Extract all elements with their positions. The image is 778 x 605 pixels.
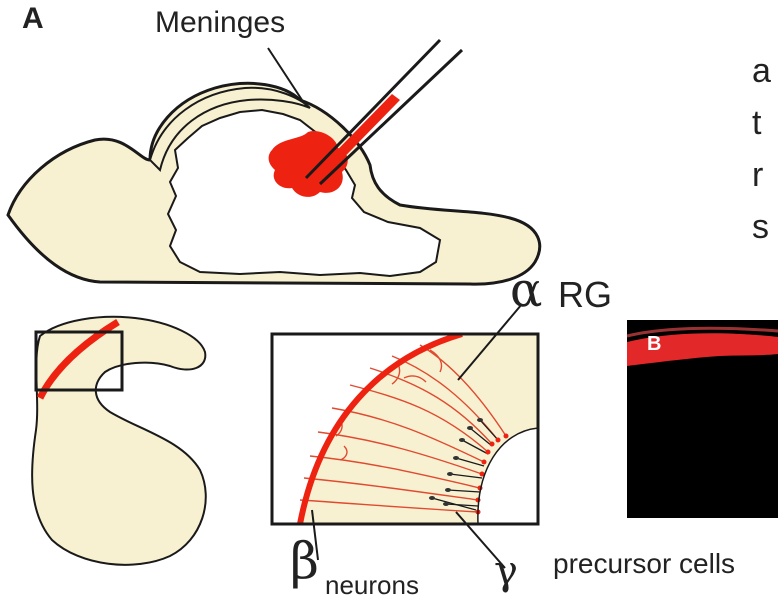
precursor-cells-label: precursor cells xyxy=(553,548,735,580)
beta-symbol: β xyxy=(290,532,319,590)
hemisphere-outline xyxy=(32,317,206,565)
gamma-symbol: γ xyxy=(494,548,518,594)
brain-sagittal xyxy=(8,40,540,284)
pipette-left-edge xyxy=(306,40,440,178)
cortex-zoom-panel xyxy=(272,304,538,568)
cutoff-text-3: r xyxy=(752,156,763,195)
panel-b-label: B xyxy=(647,333,661,356)
meninges-label: Meninges xyxy=(155,6,285,40)
pipette-right-edge xyxy=(320,50,462,184)
alpha-symbol: α xyxy=(510,262,542,318)
cutoff-text-1: a xyxy=(752,52,771,91)
neurons-label: neurons xyxy=(325,570,419,601)
cutoff-text-2: t xyxy=(752,104,761,143)
panel-a-label: A xyxy=(22,2,44,36)
cutoff-text-4: s xyxy=(752,208,769,247)
rg-label: RG xyxy=(558,274,612,316)
coronal-section xyxy=(32,317,206,565)
